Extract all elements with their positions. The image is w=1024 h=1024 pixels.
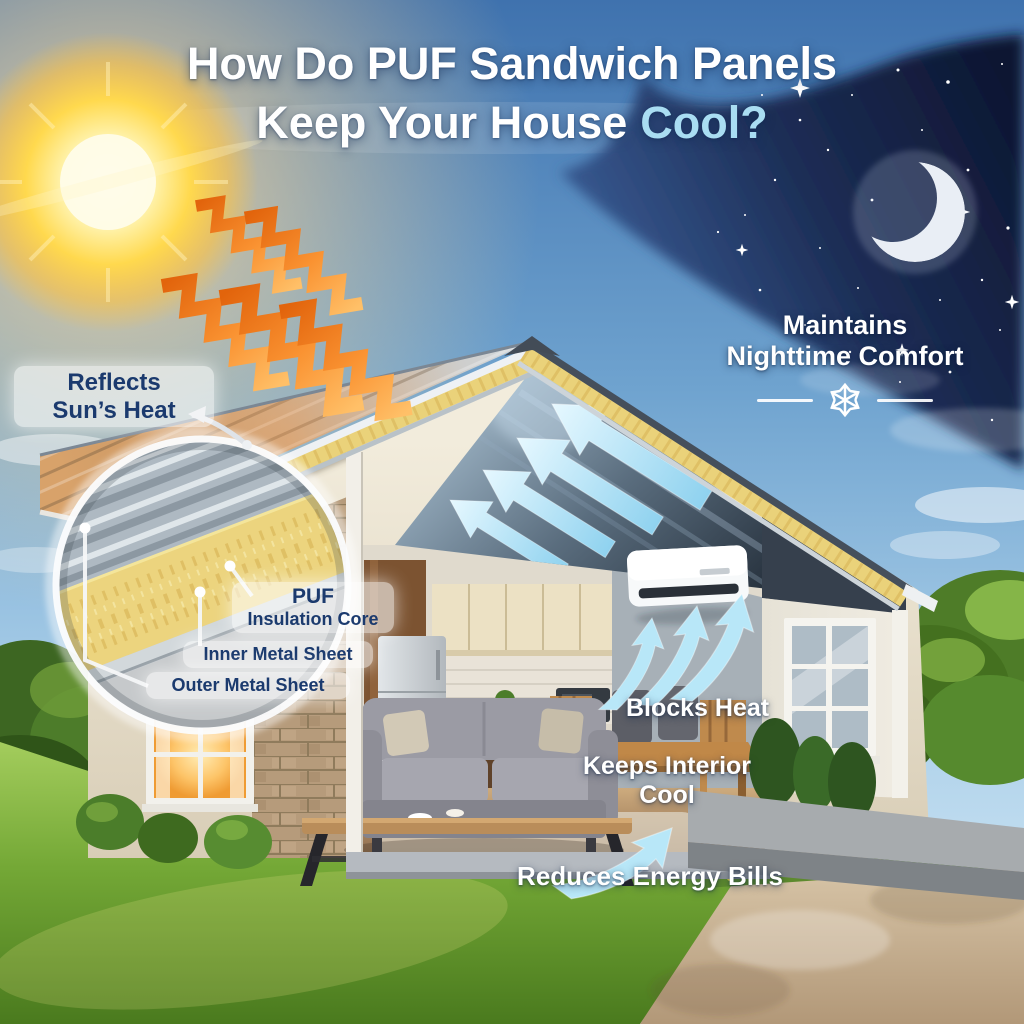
label-puf-insulation-core: PUF Insulation Core [232,582,394,633]
puf-foam-layer [520,347,909,607]
callout-maintains-nighttime-comfort: Maintains Nighttime Comfort [695,310,995,419]
label-keeps-interior-cool: Keeps Interior Cool [582,752,752,809]
retaining-wall [688,790,1024,900]
crescent-moon-icon [853,150,977,274]
snowflake-icon [830,382,860,418]
ridge-cap [504,336,560,356]
label-inner-metal-sheet: Inner Metal Sheet [183,641,373,668]
callout-reflects-suns-heat: Reflects Sun’s Heat [14,366,214,428]
right-wing [749,508,908,822]
shrub [749,718,801,806]
night-sky [560,34,1024,470]
page-title: How Do PUF Sandwich Panels Keep Your Hou… [0,34,1024,153]
puf-foam-core [59,478,345,686]
front-bushes [76,794,272,869]
title-line-1: How Do PUF Sandwich Panels [186,38,838,89]
leader-dots [79,522,236,598]
snowflake-divider [695,381,995,419]
label-reduces-energy-bills: Reduces Energy Bills [517,861,783,891]
right-window [780,618,880,764]
label-blocks-heat: Blocks Heat [625,694,770,722]
driveway [640,852,1024,1024]
title-accent: Cool? [640,97,768,149]
label-outer-metal-sheet: Outer Metal Sheet [146,672,350,699]
gutter [902,584,938,612]
stars [716,63,1020,422]
shrub [828,742,876,822]
shrub [793,736,837,812]
panel-edge-right [517,341,913,612]
sun-icon [0,32,263,332]
